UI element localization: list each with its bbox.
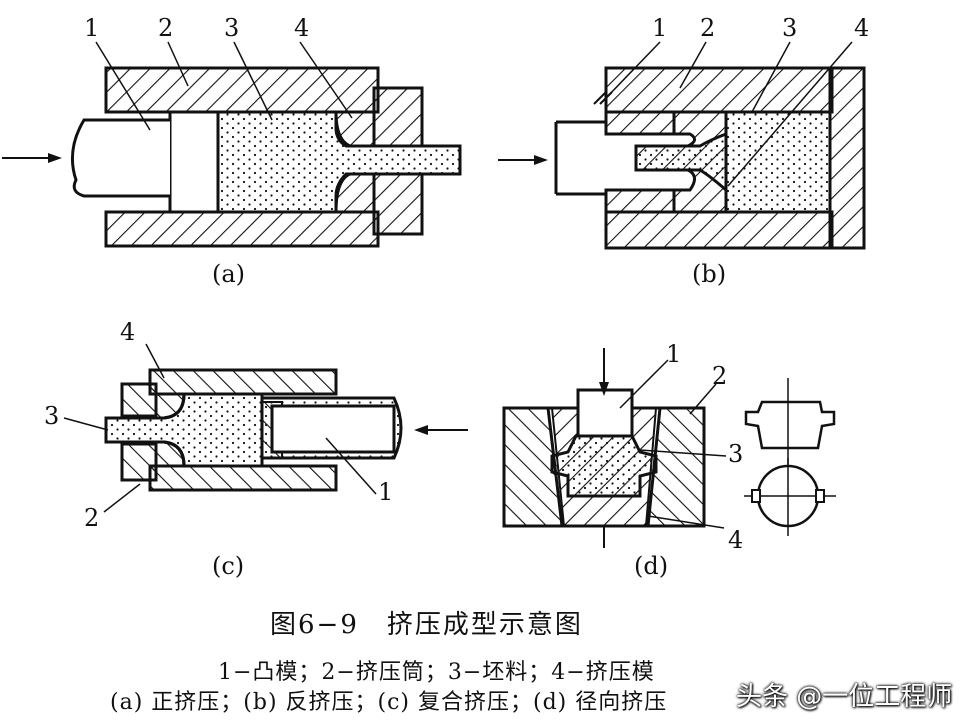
punch-d	[576, 388, 634, 438]
panel-b-label-2: 2	[700, 14, 715, 42]
panel-c-label-2: 2	[84, 504, 99, 532]
panel-b-label-3: 3	[782, 14, 797, 42]
container-b-top	[604, 66, 834, 114]
panel-b-label-4: 4	[854, 14, 869, 42]
watermark: 头条 @一位工程师	[736, 682, 953, 712]
die-a-top	[372, 86, 424, 148]
part-top-view	[744, 458, 836, 536]
figure-title: 图6−9 挤压成型示意图	[270, 610, 583, 640]
die-a-bottom	[372, 172, 424, 236]
die-c-top	[120, 382, 158, 418]
panel-a-label-2: 2	[158, 14, 173, 42]
container-a-bottom	[104, 210, 380, 248]
container-a-top	[104, 66, 380, 114]
panel-a-label-1: 1	[84, 14, 99, 42]
panel-d-label-4: 4	[728, 526, 743, 554]
part-side-view	[744, 378, 836, 472]
panel-b: 1 2 3 4 (b)	[498, 14, 869, 288]
billet-c	[104, 392, 264, 468]
panel-c-caption: (c)	[212, 552, 244, 580]
billet-b	[634, 110, 832, 214]
container-b-bottom	[604, 210, 834, 250]
die-c-bottom	[120, 442, 158, 482]
panel-c-label-1: 1	[378, 478, 393, 506]
panel-d-label-3: 3	[728, 440, 743, 468]
panel-c-label-3: 3	[44, 402, 59, 430]
container-c-top	[148, 368, 338, 396]
panel-c-label-4: 4	[120, 318, 135, 346]
panel-d: 1 2 3 4 (d)	[502, 340, 836, 580]
panel-b-label-1: 1	[652, 14, 667, 42]
panel-a-label-4: 4	[294, 14, 309, 42]
container-c-bottom	[148, 464, 338, 492]
panel-a: 1 2 3 4 (a)	[2, 14, 462, 288]
panel-d-caption: (d)	[634, 552, 668, 580]
panel-b-caption: (b)	[692, 260, 726, 288]
panel-c: 4 3 2 1 (c)	[44, 318, 468, 580]
panel-a-caption: (a)	[212, 260, 245, 288]
punch-a-head	[168, 110, 220, 214]
panel-d-label-2: 2	[712, 362, 727, 390]
punch-b-rod	[554, 120, 606, 196]
figure-types: (a) 正挤压；(b) 反挤压；(c) 复合挤压；(d) 径向挤压	[110, 690, 668, 715]
panel-d-label-1: 1	[666, 340, 681, 368]
punch-a-rod	[70, 118, 170, 198]
die-b	[828, 66, 866, 250]
billet-d	[550, 434, 658, 498]
figure-legend: 1−凸模；2−挤压筒；3−坯料；4−挤压模	[218, 660, 655, 685]
billet-a	[216, 110, 462, 214]
panel-a-label-3: 3	[224, 14, 239, 42]
